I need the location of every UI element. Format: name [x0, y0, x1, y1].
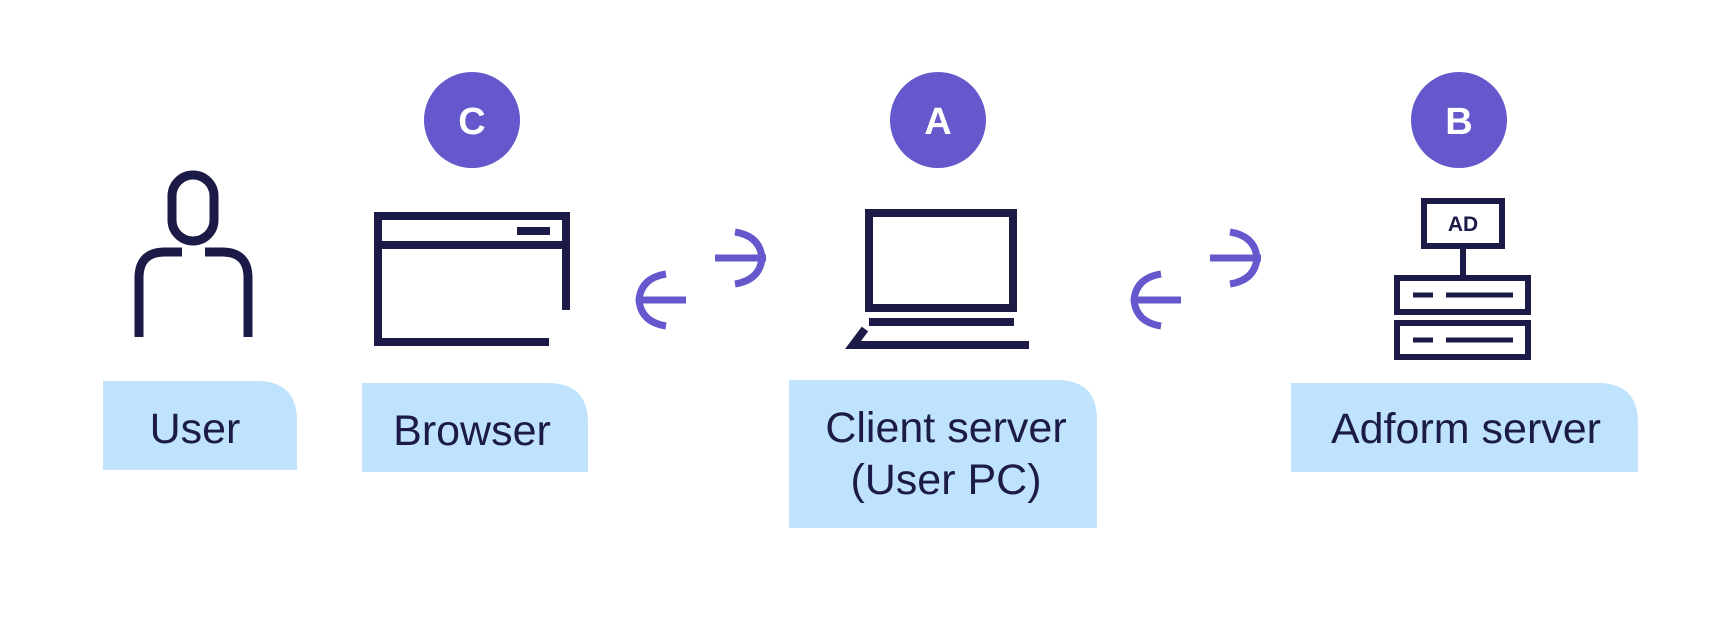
adform-server-badge-letter: B — [1445, 101, 1472, 143]
browser-badge: C — [424, 72, 520, 168]
client-server-label-line1: Client server — [825, 404, 1066, 452]
adform-server-badge: B — [1411, 72, 1507, 168]
adform-server-label-box — [1291, 383, 1638, 472]
ad-server-icon: AD — [1394, 198, 1531, 360]
laptop-icon — [845, 209, 1029, 349]
client-server-label-box — [789, 380, 1097, 528]
browser-window-icon — [374, 212, 570, 346]
browser-badge-letter: C — [458, 101, 485, 143]
browser-label: Browser — [393, 407, 551, 455]
adform-server-label: Adform server — [1331, 405, 1601, 453]
user-label: User — [150, 405, 241, 453]
client-server-badge-letter: A — [924, 101, 951, 143]
client-server-node: A Client server (User PC) — [789, 72, 1097, 528]
bidirectional-arrows-icon — [635, 228, 766, 330]
browser-label-box — [362, 383, 588, 472]
user-icon — [134, 170, 253, 337]
user-label-box — [103, 381, 297, 470]
client-server-label-line2: (User PC) — [850, 456, 1041, 504]
adform-server-node: B AD Adform server — [1291, 72, 1638, 472]
ad-sign-text: AD — [1448, 213, 1478, 236]
bidirectional-arrows-icon — [1130, 228, 1261, 330]
browser-node: C Browser — [362, 72, 588, 472]
user-node: User — [103, 170, 297, 470]
client-server-badge: A — [890, 72, 986, 168]
